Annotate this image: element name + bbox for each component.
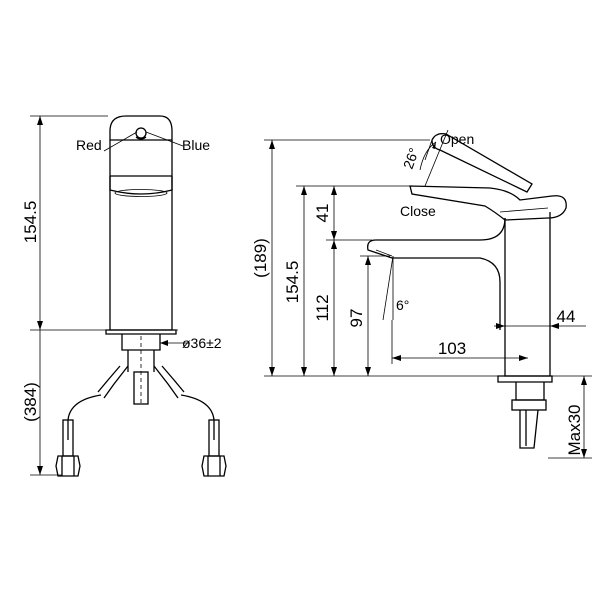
- side-lever-detail: [499, 207, 549, 213]
- dim-arrow-hose: [37, 466, 43, 475]
- dim-hose-length: (384): [21, 382, 40, 422]
- side-fixing-plate: [511, 399, 547, 411]
- side-spout-outlet: [375, 249, 393, 257]
- dim-spout-height: 112: [313, 294, 332, 321]
- angle-spout: 6°: [396, 297, 409, 313]
- front-base: [105, 329, 177, 335]
- dim-arrow-diameter: [160, 340, 168, 346]
- angle-arrow-open: [432, 142, 436, 149]
- angle-arc-open: [419, 141, 437, 171]
- label-red: Red: [76, 137, 102, 153]
- side-spout: [367, 217, 506, 330]
- front-cartridge-dot: [135, 127, 147, 139]
- front-nut-left: [55, 455, 81, 477]
- side-lever-open-tip: [424, 139, 433, 161]
- dim-total: (189): [251, 238, 270, 278]
- dim-outlet-height: 97: [347, 309, 366, 328]
- front-handle: [109, 115, 173, 141]
- side-lever-closed: [409, 185, 567, 221]
- front-spout: [109, 175, 173, 195]
- angle-line-spout: [382, 255, 394, 321]
- label-open: Open: [440, 131, 474, 147]
- side-base: [497, 375, 553, 383]
- front-view: Red Blue 154.5 (384) ø36±2: [21, 115, 227, 477]
- dim-side-height: 154.5: [283, 261, 302, 304]
- side-body: [504, 212, 551, 377]
- dim-reach: 103: [438, 339, 466, 358]
- leader-red: [103, 131, 138, 152]
- label-close: Close: [400, 203, 436, 219]
- front-hose-left-elbow: [97, 365, 129, 399]
- front-spout-aerator: [114, 189, 168, 197]
- leader-blue: [145, 131, 184, 147]
- dim-front-height: 154.5: [21, 201, 40, 244]
- dim-arrows-max: [581, 376, 587, 458]
- side-shank: [515, 382, 545, 401]
- angle-open: 26°: [400, 146, 422, 171]
- angle-line-open: [424, 129, 449, 187]
- front-nut-right: [201, 455, 227, 477]
- label-blue: Blue: [182, 137, 210, 153]
- dim-max-thickness: Max30: [565, 404, 584, 455]
- dim-diameter: ø36±2: [182, 335, 222, 351]
- front-cartridge-arc: [135, 136, 147, 140]
- front-body: [109, 140, 173, 331]
- side-view: 26° Open Close 6° (189) 154.5 112 41 97: [251, 129, 592, 459]
- dim-handle: 41: [313, 204, 332, 223]
- side-threaded-stud: [519, 409, 539, 449]
- side-lever-open: [431, 132, 533, 193]
- dim-base: 44: [557, 307, 576, 326]
- front-hose-right-elbow: [153, 365, 185, 399]
- front-threaded-stud: [133, 371, 149, 405]
